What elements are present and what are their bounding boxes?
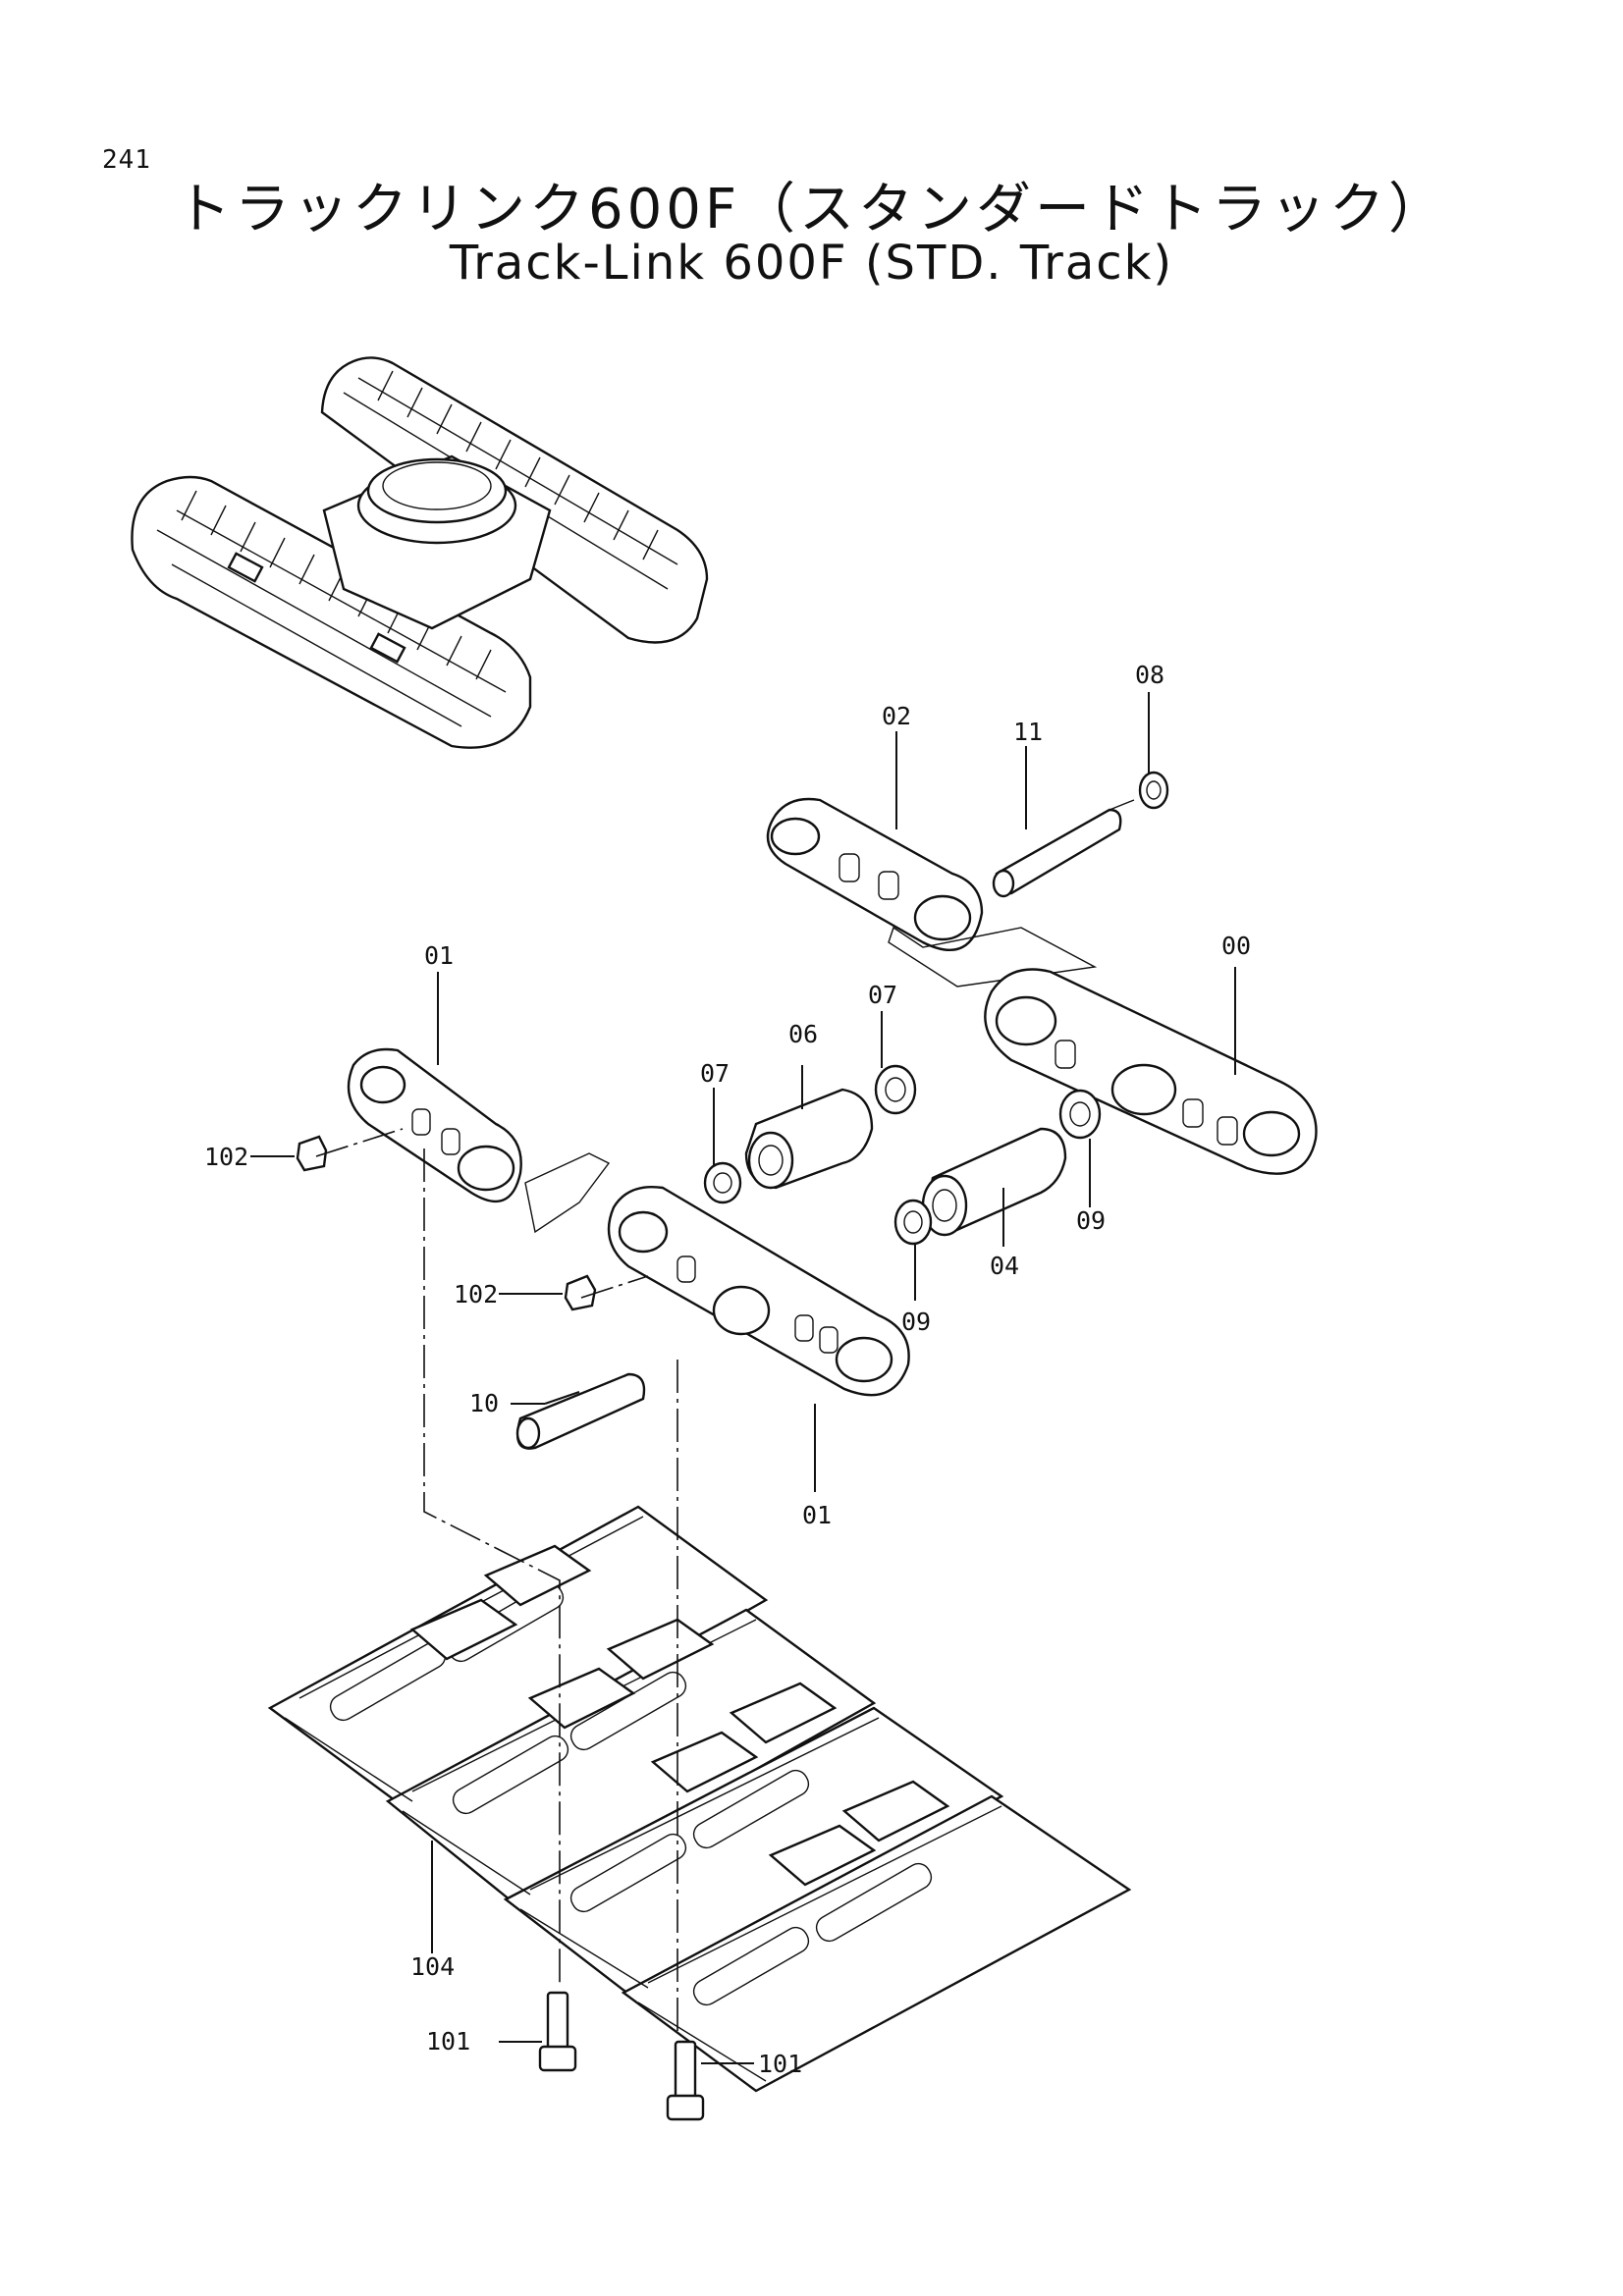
- link-01-lower: [607, 1186, 910, 1397]
- callout-09-right: 09: [1076, 1206, 1106, 1235]
- leader-lines: [250, 692, 1236, 2064]
- bushing-06: [744, 1088, 874, 1190]
- callout-11: 11: [1013, 718, 1043, 746]
- callout-00: 00: [1221, 932, 1251, 960]
- undercarriage-overview: [131, 356, 709, 749]
- callout-07-upper: 07: [868, 981, 897, 1009]
- link-02: [766, 797, 1098, 988]
- callout-09-lower: 09: [901, 1308, 931, 1336]
- callout-02: 02: [882, 702, 911, 730]
- link-01-upper: [347, 1047, 611, 1234]
- bolt-101-right: [666, 2040, 705, 2121]
- title-english: Track-Link 600F (STD. Track): [449, 236, 1174, 291]
- link-00: [984, 968, 1318, 1175]
- callout-102-upper: 102: [204, 1143, 248, 1171]
- callout-01-upper: 01: [424, 941, 454, 970]
- title-japanese: トラックリンク600F（スタンダードトラック）: [175, 178, 1448, 241]
- callout-07-lower: 07: [700, 1059, 730, 1088]
- assembly-centerlines: [315, 1128, 678, 2037]
- page-number: 241: [102, 145, 151, 175]
- ring-09-right: [1058, 1089, 1102, 1140]
- ring-08: [1138, 771, 1169, 810]
- nut-102-lower: [564, 1274, 597, 1311]
- callout-01-lower: 01: [802, 1501, 832, 1529]
- callout-08: 08: [1135, 661, 1164, 689]
- ring-07-upper: [874, 1064, 917, 1115]
- callout-10: 10: [469, 1389, 499, 1417]
- callout-104: 104: [410, 1952, 455, 1981]
- pin-11: [992, 799, 1135, 898]
- ring-07-lower: [703, 1161, 742, 1204]
- bushing-04: [921, 1127, 1067, 1237]
- nut-102-upper: [296, 1135, 328, 1172]
- callout-101-right: 101: [758, 2050, 802, 2078]
- callout-101-left: 101: [426, 2027, 470, 2056]
- bolt-101-left: [538, 1991, 577, 2072]
- callout-labels: 00 01 01 02 04 06 07 07 08 09 09 10 11 1…: [204, 661, 1251, 2078]
- ring-09-lower: [893, 1199, 933, 1246]
- callout-06: 06: [788, 1020, 818, 1048]
- callout-102-lower: 102: [454, 1280, 498, 1308]
- track-shoes-104: [267, 1505, 1132, 2093]
- pin-10: [515, 1372, 646, 1450]
- callout-04: 04: [990, 1252, 1019, 1280]
